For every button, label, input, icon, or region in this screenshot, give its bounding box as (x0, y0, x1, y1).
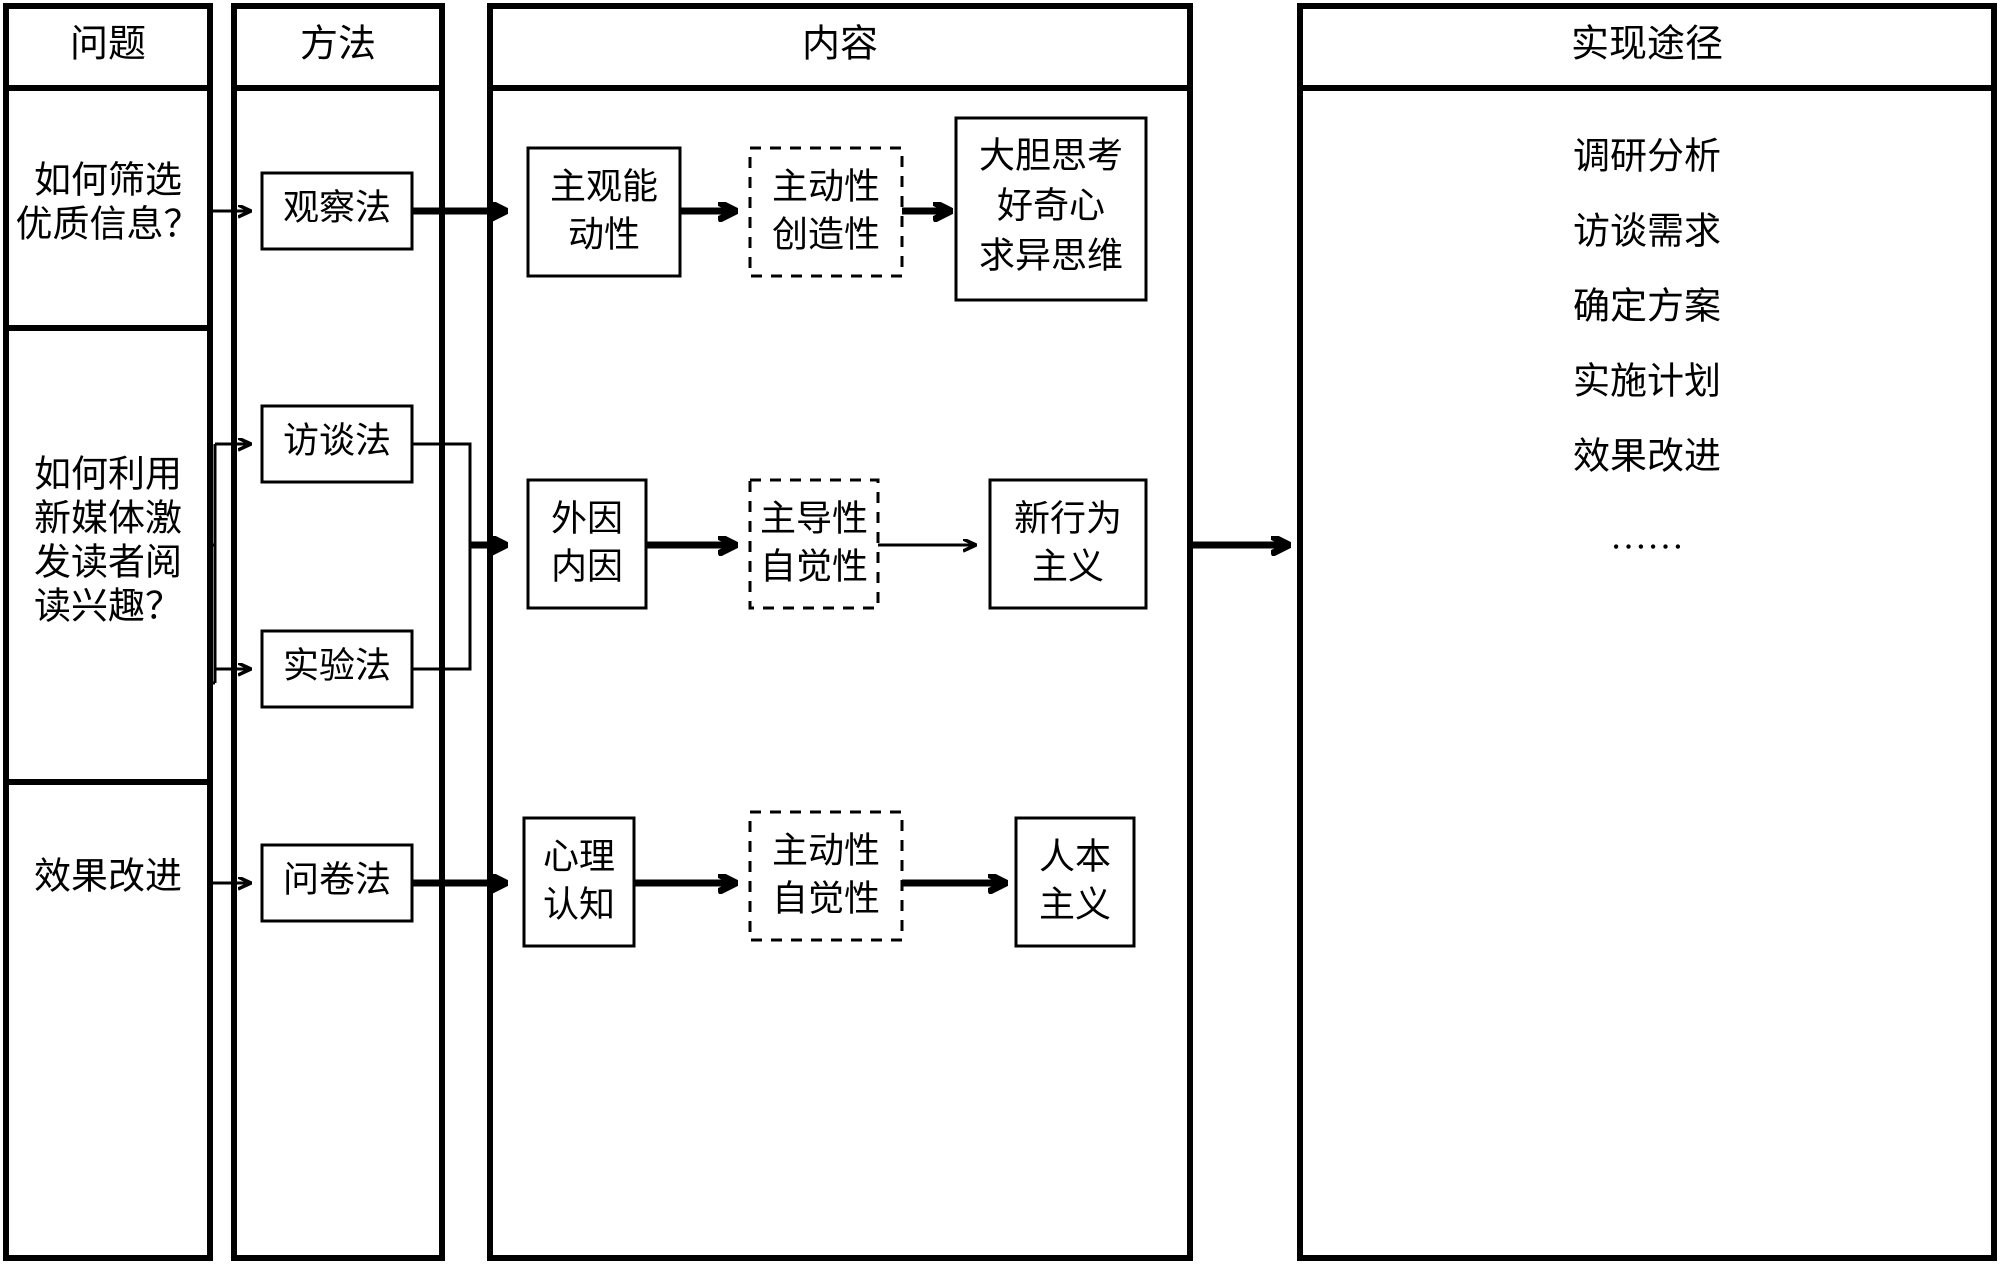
method-label-interview: 访谈法 (283, 420, 391, 460)
content-row1-stage2-line2: 创造性 (772, 214, 880, 254)
content-row1-stage3-line1: 大胆思考 (979, 135, 1123, 175)
pathway-item-4: 效果改进 (1573, 435, 1721, 477)
pathway-item-3: 实施计划 (1573, 360, 1721, 402)
content-row2-stage3-line1: 新行为 (1014, 498, 1122, 538)
content-row1-stage3-line2: 好奇心 (997, 185, 1105, 225)
content-row1-stage1-line1: 主观能 (550, 166, 658, 206)
content-box-row3-stage2[interactable] (748, 810, 904, 942)
content-box-row1-stage2[interactable] (748, 146, 904, 278)
content-box-row3-stage3[interactable] (1014, 816, 1136, 948)
pathway-item-2: 确定方案 (1573, 285, 1721, 327)
pathway-item-0: 调研分析 (1573, 136, 1721, 177)
question-2-line-4: 读兴趣？ (34, 586, 182, 627)
content-row2-stage2-line2: 自觉性 (760, 546, 868, 586)
question-2-line-3: 发读者阅 (34, 541, 182, 583)
header-pathways: 实现途径 (1571, 24, 1723, 66)
header-questions: 问题 (70, 24, 146, 66)
content-row2-stage3-line2: 主义 (1032, 546, 1104, 586)
content-row3-stage1-line2: 认知 (543, 884, 615, 924)
question-2-line-2: 新媒体激 (34, 497, 182, 539)
question-3-line-1: 效果改进 (34, 855, 182, 897)
content-box-row3-stage1[interactable] (522, 816, 636, 948)
content-row1-stage3-line3: 求异思维 (979, 235, 1123, 275)
method-label-questionnaire: 问卷法 (283, 859, 391, 899)
pathway-item-5: …… (1610, 516, 1684, 557)
header-content: 内容 (802, 24, 878, 66)
column-frame-questions (3, 3, 213, 1261)
content-row2-stage1-line1: 外因 (551, 498, 623, 538)
content-box-row1-stage3[interactable] (954, 116, 1148, 302)
question-2-line-1: 如何利用 (34, 454, 182, 495)
header-methods: 方法 (300, 24, 376, 66)
connector-experiment-merge (412, 545, 472, 671)
pathway-item-1: 访谈需求 (1573, 211, 1721, 252)
content-row1-stage1-line2: 动性 (568, 214, 640, 254)
content-row2-stage1-line2: 内因 (551, 546, 623, 586)
content-box-row2-stage1[interactable] (526, 478, 648, 610)
column-frame-pathways (1297, 3, 1997, 1261)
connector-q2-trunk (210, 444, 217, 683)
question-1-line-2: 优质信息？ (16, 203, 201, 245)
content-row1-stage2-line1: 主动性 (772, 166, 880, 206)
content-box-row2-stage2[interactable] (748, 478, 880, 610)
method-label-observation: 观察法 (283, 187, 391, 227)
method-box-interview[interactable] (260, 404, 414, 484)
content-row3-stage3-line2: 主义 (1039, 884, 1111, 924)
content-box-row1-stage1[interactable] (526, 146, 682, 278)
content-row3-stage3-line1: 人本 (1039, 836, 1111, 876)
method-box-questionnaire[interactable] (260, 843, 414, 923)
content-row3-stage2-line2: 自觉性 (772, 878, 880, 918)
content-row2-stage2-line1: 主导性 (760, 498, 868, 538)
content-row3-stage2-line1: 主动性 (772, 830, 880, 870)
method-label-experiment: 实验法 (283, 645, 391, 685)
content-row3-stage1-line1: 心理 (543, 836, 615, 876)
method-box-observation[interactable] (260, 171, 414, 251)
method-box-experiment[interactable] (260, 629, 414, 709)
question-1-line-1: 如何筛选 (34, 159, 182, 201)
content-box-row2-stage3[interactable] (988, 478, 1148, 610)
